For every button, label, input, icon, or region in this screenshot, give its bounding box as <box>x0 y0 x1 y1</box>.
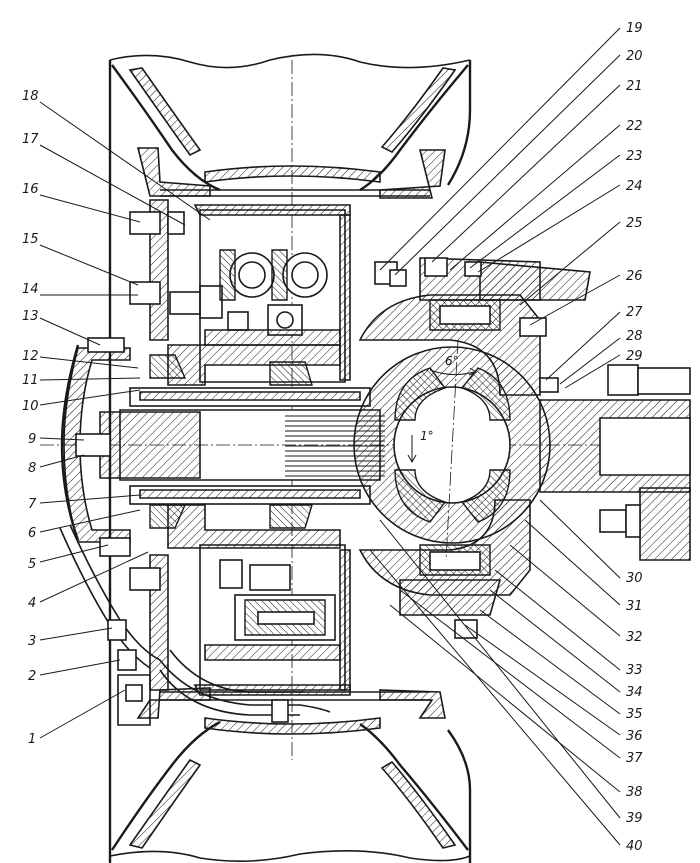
callout-18: 18 <box>22 89 39 104</box>
angle-label-1deg: 1° <box>420 429 434 443</box>
wheel-disc <box>129 199 223 691</box>
callout-13: 13 <box>22 309 39 324</box>
callout-31: 31 <box>626 599 643 614</box>
callout-24: 24 <box>626 179 643 194</box>
callout-29: 29 <box>626 349 643 364</box>
callout-19: 19 <box>626 21 643 36</box>
callout-4: 4 <box>28 596 36 611</box>
callout-2: 2 <box>28 669 36 684</box>
angle-label-6deg: 6° <box>445 354 459 368</box>
callout-8: 8 <box>28 461 36 476</box>
callout-7: 7 <box>28 497 37 512</box>
hub-cap <box>59 337 161 726</box>
leader-lines-right <box>369 27 621 846</box>
tire-outline <box>108 53 472 863</box>
callout-16: 16 <box>22 182 39 197</box>
callout-33: 33 <box>626 663 643 678</box>
angle-annotations: 6° 1° <box>407 354 478 464</box>
callout-37: 37 <box>626 751 643 766</box>
callout-3: 3 <box>28 634 36 649</box>
callout-30: 30 <box>626 571 643 586</box>
callout-28: 28 <box>626 329 643 344</box>
air-hose <box>159 649 331 723</box>
callout-20: 20 <box>626 49 643 64</box>
callout-11: 11 <box>22 373 39 388</box>
callout-39: 39 <box>626 811 643 826</box>
callout-6: 6 <box>28 526 36 541</box>
callout-15: 15 <box>22 232 39 247</box>
callout-9: 9 <box>28 432 36 447</box>
callout-5: 5 <box>28 557 36 572</box>
callout-26: 26 <box>626 269 643 284</box>
callouts-right: 19 20 21 22 23 24 25 26 27 28 29 30 31 3… <box>626 21 643 854</box>
callout-34: 34 <box>626 685 643 700</box>
callout-35: 35 <box>626 707 643 722</box>
callout-1: 1 <box>28 732 36 747</box>
callout-40: 40 <box>626 839 643 854</box>
leader-lines-left <box>39 101 211 739</box>
callout-23: 23 <box>626 149 643 164</box>
callout-21: 21 <box>626 79 643 94</box>
callout-12: 12 <box>22 349 39 364</box>
steering-knuckle <box>358 257 591 639</box>
callout-38: 38 <box>626 785 643 800</box>
callout-10: 10 <box>22 399 39 414</box>
callouts-left: 18 17 16 15 14 13 12 11 10 9 8 7 6 5 4 3… <box>22 89 39 747</box>
callout-25: 25 <box>626 216 643 231</box>
callout-14: 14 <box>22 282 39 297</box>
drive-shaft-right <box>539 364 691 561</box>
callout-17: 17 <box>22 132 39 147</box>
callout-36: 36 <box>626 729 643 744</box>
callout-27: 27 <box>626 305 643 320</box>
wheel-hub <box>129 344 371 549</box>
callout-32: 32 <box>626 630 643 645</box>
cv-joint-ball <box>353 339 551 561</box>
callout-22: 22 <box>626 119 643 134</box>
